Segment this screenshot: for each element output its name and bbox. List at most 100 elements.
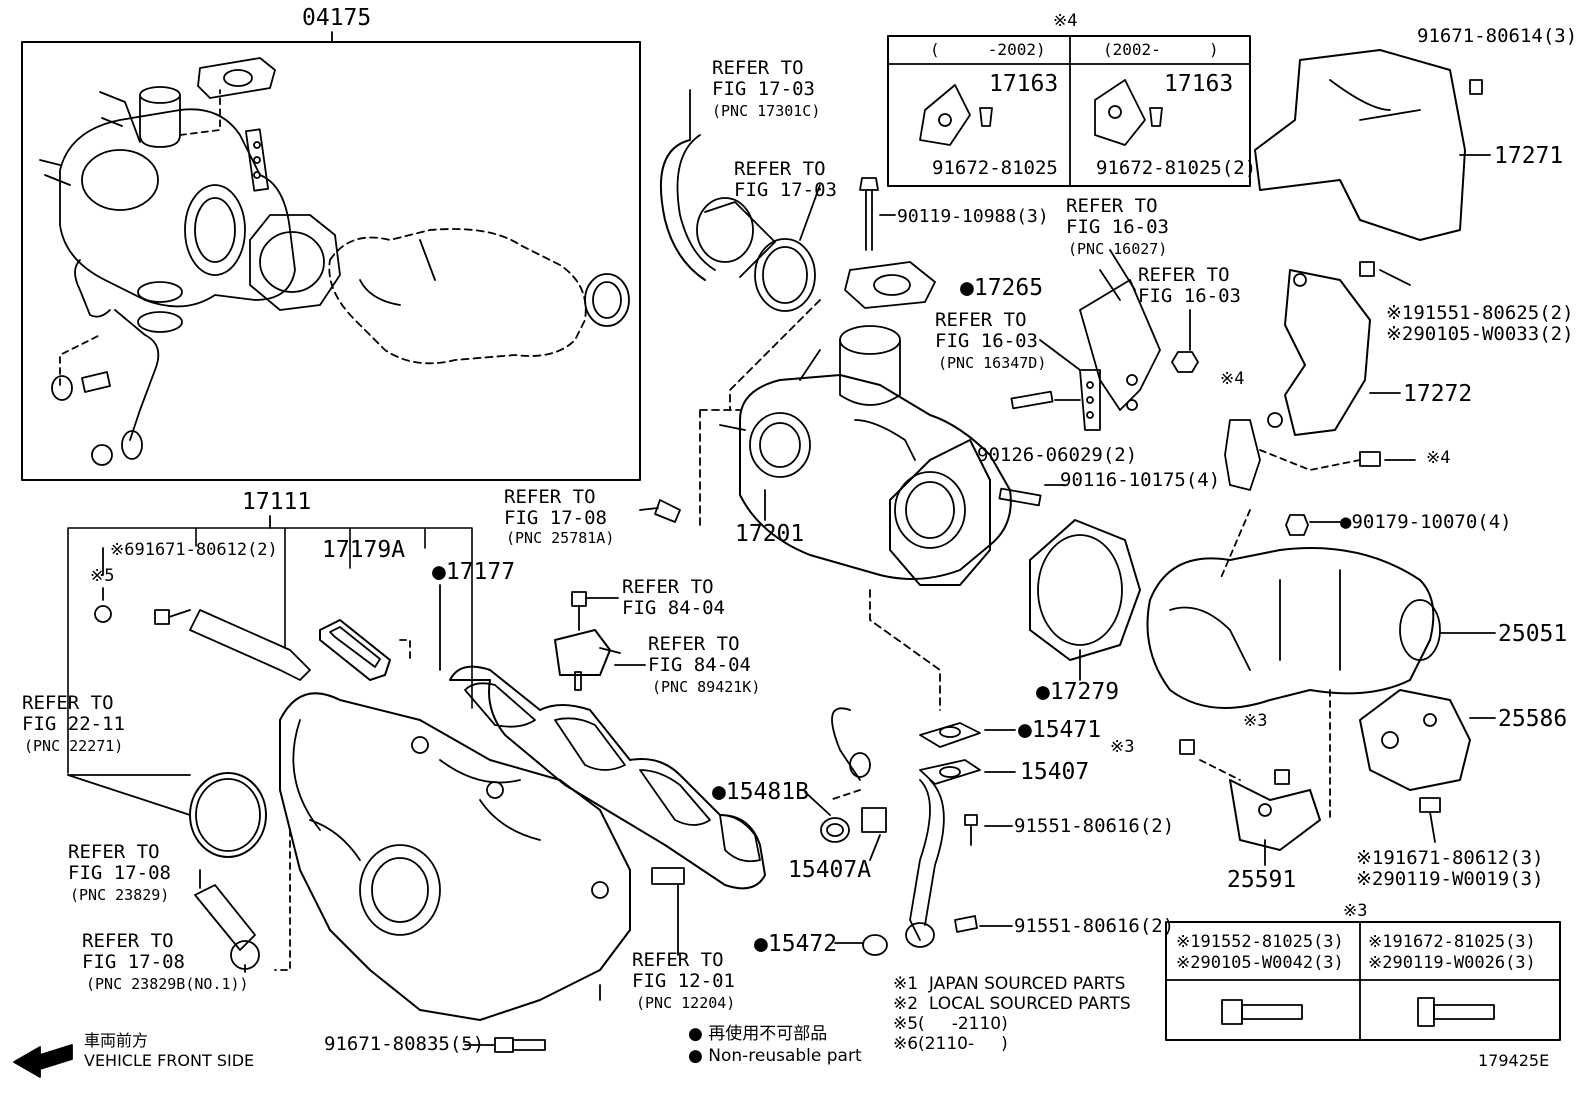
- label-90126-06029: 90126-06029(2): [977, 444, 1138, 466]
- label-91551-80616-b: 91551-80616(2): [1014, 915, 1175, 937]
- label-n4-top: ※4: [1053, 11, 1078, 31]
- union-15407A: [861, 807, 887, 833]
- label-17177: ●17177: [432, 559, 516, 585]
- ref-pnc-89421K: (PNC 89421K): [652, 678, 761, 696]
- ref-fig-16-03-c[interactable]: REFER TO FIG 16-03: [935, 309, 1038, 352]
- label-91672-81025-a: 91672-81025: [932, 157, 1058, 179]
- label-25586: 25586: [1498, 706, 1568, 732]
- label-90119-10988: 90119-10988(3): [897, 206, 1049, 227]
- label-n4-right: ※4: [1426, 448, 1451, 468]
- label-n3-mid: ※3: [1243, 711, 1268, 731]
- gasket-17179A: [319, 619, 391, 681]
- bolt-91671-80612: [154, 609, 191, 625]
- label-17111: 17111: [242, 489, 312, 515]
- label-n5: ※5: [90, 566, 115, 586]
- insulator-25586: [1359, 689, 1471, 791]
- bracket-17163-early: [919, 84, 993, 146]
- label-17201: 17201: [735, 521, 805, 547]
- ref-fig-84-04-b[interactable]: REFER TO FIG 84-04: [648, 633, 751, 676]
- vehicle-front-arrow-icon: [13, 1044, 73, 1078]
- gasket-17279: [1029, 519, 1141, 661]
- ring-15481B: [820, 817, 850, 843]
- intake-manifold: [279, 692, 631, 1021]
- label-17179A: 17179A: [322, 537, 406, 563]
- insulator-17272: [1267, 269, 1371, 436]
- bolt-table-cell-right: ※191672-81025(3) ※290119-W0026(3): [1368, 932, 1536, 973]
- plug-12204: [651, 867, 685, 885]
- flange-15407: [919, 759, 981, 785]
- ref-pnc-16347D: (PNC 16347D): [938, 354, 1047, 372]
- bracket-25591: [1229, 779, 1321, 851]
- sensor-89421K: [554, 629, 621, 691]
- ref-pnc-22271: (PNC 22271): [24, 737, 124, 755]
- note-japan-sourced: ※1 JAPAN SOURCED PARTS: [893, 974, 1126, 994]
- label-17265: ●17265: [960, 275, 1044, 301]
- ref-fig-12-01[interactable]: REFER TO FIG 12-01: [632, 949, 735, 992]
- label-25591: 25591: [1227, 867, 1297, 893]
- label-15481B: ●15481B: [712, 779, 809, 805]
- label-15472: ●15472: [754, 931, 838, 957]
- bolt-icon-right: [1417, 997, 1495, 1027]
- ref-fig-17-03-a[interactable]: REFER TO FIG 17-03: [712, 57, 815, 100]
- hose-clamp-17301C: [659, 89, 716, 281]
- ref-pnc-25781A: (PNC 25781A): [506, 529, 615, 547]
- turbocharger-17201: [719, 325, 1012, 586]
- stud-90126: [1010, 390, 1054, 410]
- long-bolt-90119: [859, 177, 896, 251]
- label-n2-90119-W0019: ※290119-W0019(3): [1356, 868, 1544, 890]
- label-91551-80616-a: 91551-80616(2): [1014, 815, 1175, 837]
- bolt-84-04: [571, 591, 587, 631]
- bolt-91671-80835: [494, 1037, 546, 1053]
- ref-fig-17-08-b[interactable]: REFER TO FIG 17-08: [68, 841, 171, 884]
- ref-fig-16-03-a[interactable]: REFER TO FIG 16-03: [1066, 195, 1169, 238]
- bolt-table: [1165, 921, 1561, 1041]
- label-15407: 15407: [1020, 759, 1090, 785]
- stud-90116: [998, 487, 1042, 507]
- label-n1-91551-80625: ※191551-80625(2): [1386, 302, 1574, 324]
- year-table-col2: (2002- ): [1103, 40, 1219, 59]
- figure-id: 179425E: [1478, 1051, 1550, 1070]
- kit-catalyst-sketch: [328, 228, 587, 365]
- legend-non-reusable-en: ● Non-reusable part: [688, 1046, 862, 1066]
- bolt-table-cell-left: ※191552-81025(3) ※290105-W0042(3): [1176, 932, 1344, 973]
- vehicle-front-en: VEHICLE FRONT SIDE: [84, 1051, 255, 1070]
- ref-fig-17-08-c[interactable]: REFER TO FIG 17-08: [82, 930, 185, 973]
- kit-turbo-sketch: [39, 86, 296, 308]
- year-table: [887, 35, 1251, 187]
- gasket-17177: [449, 665, 766, 890]
- label-17163-a: 17163: [989, 71, 1059, 97]
- label-15471: ●15471: [1018, 717, 1102, 743]
- hose-sleeve: [696, 197, 816, 312]
- label-04175: 04175: [302, 5, 372, 31]
- tube-17111a: [189, 609, 311, 681]
- ref-pnc-23829B: (PNC 23829B(NO.1)): [86, 975, 249, 993]
- label-17279: ●17279: [1036, 679, 1120, 705]
- ref-fig-16-03-b[interactable]: REFER TO FIG 16-03: [1138, 264, 1241, 307]
- nut-16-03: [1171, 351, 1199, 373]
- kit-oil-pipe: [74, 259, 183, 466]
- ref-pnc-16027: (PNC 16027): [1068, 240, 1168, 258]
- kit-gasket-ring: [249, 214, 341, 311]
- bolt-91551-a: [964, 814, 978, 846]
- gasket-15471: [919, 722, 981, 748]
- bracket-17163-late: [1094, 79, 1163, 146]
- bracket-n4: [1224, 419, 1261, 491]
- insulator-17271: [1254, 49, 1466, 241]
- ref-fig-17-03-b[interactable]: REFER TO FIG 17-03: [734, 158, 837, 201]
- label-90179-10070: ●90179-10070(4): [1340, 511, 1512, 533]
- o-ring-22271: [189, 772, 267, 858]
- ref-fig-84-04-a[interactable]: REFER TO FIG 84-04: [622, 576, 725, 619]
- pipe-23829: [194, 884, 256, 951]
- year-table-col1: ( -2002): [930, 40, 1046, 59]
- note-local-sourced: ※2 LOCAL SOURCED PARTS: [893, 994, 1131, 1014]
- label-91671-80835: 91671-80835(5): [324, 1033, 485, 1055]
- label-n2-90105-W0033: ※290105-W0033(2): [1386, 323, 1574, 345]
- label-17163-b: 17163: [1164, 71, 1234, 97]
- ref-fig-22-11[interactable]: REFER TO FIG 22-11: [22, 692, 125, 735]
- note-n5-range: ※5( -2110): [893, 1014, 1008, 1034]
- kit-gasket-small: [197, 57, 276, 99]
- label-n1-91671-80612: ※191671-80612(3): [1356, 847, 1544, 869]
- label-n3-left: ※3: [1110, 737, 1135, 757]
- ref-fig-17-08-a[interactable]: REFER TO FIG 17-08: [504, 486, 607, 529]
